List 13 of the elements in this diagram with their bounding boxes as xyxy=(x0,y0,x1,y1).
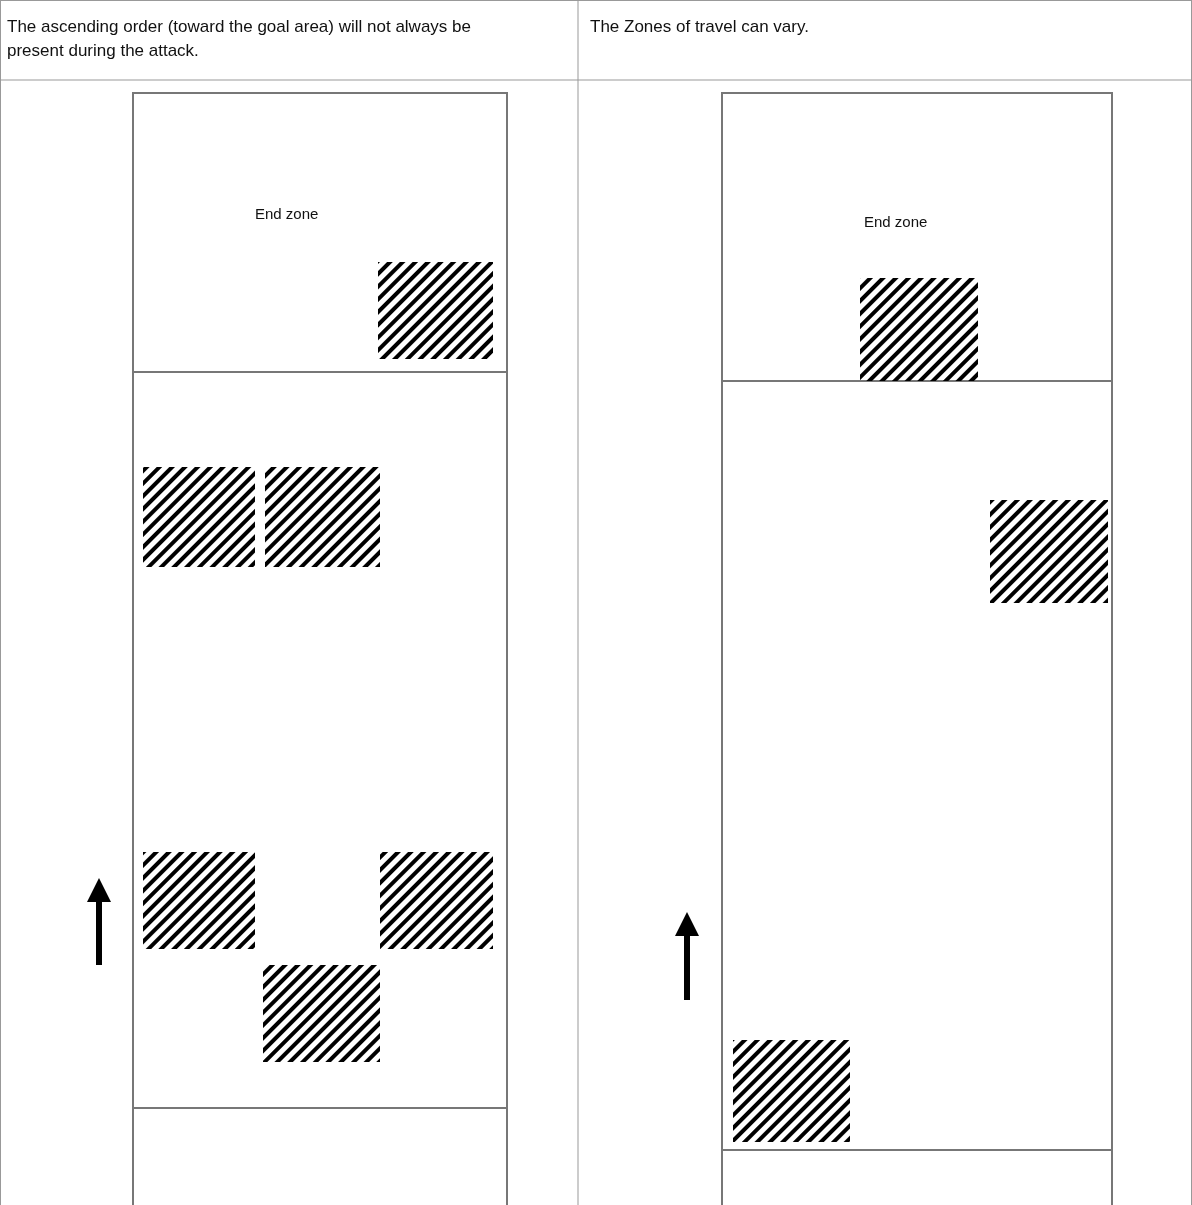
hatched-block xyxy=(990,500,1108,603)
hatched-block xyxy=(380,852,493,949)
hatched-block xyxy=(143,852,255,949)
header-text: The ascending order (toward the goal area) will not always be present during the attack. xyxy=(7,16,472,62)
zone-label: End zone xyxy=(255,205,319,222)
hatched-block xyxy=(143,467,255,567)
hatched-block xyxy=(733,1040,850,1142)
hatched-block xyxy=(265,467,380,567)
zone-label: End zone xyxy=(864,213,928,230)
hatched-block xyxy=(860,278,978,381)
header-text: The Zones of travel can vary. xyxy=(590,16,810,38)
hatched-block xyxy=(263,965,380,1062)
hatched-block xyxy=(378,262,493,359)
